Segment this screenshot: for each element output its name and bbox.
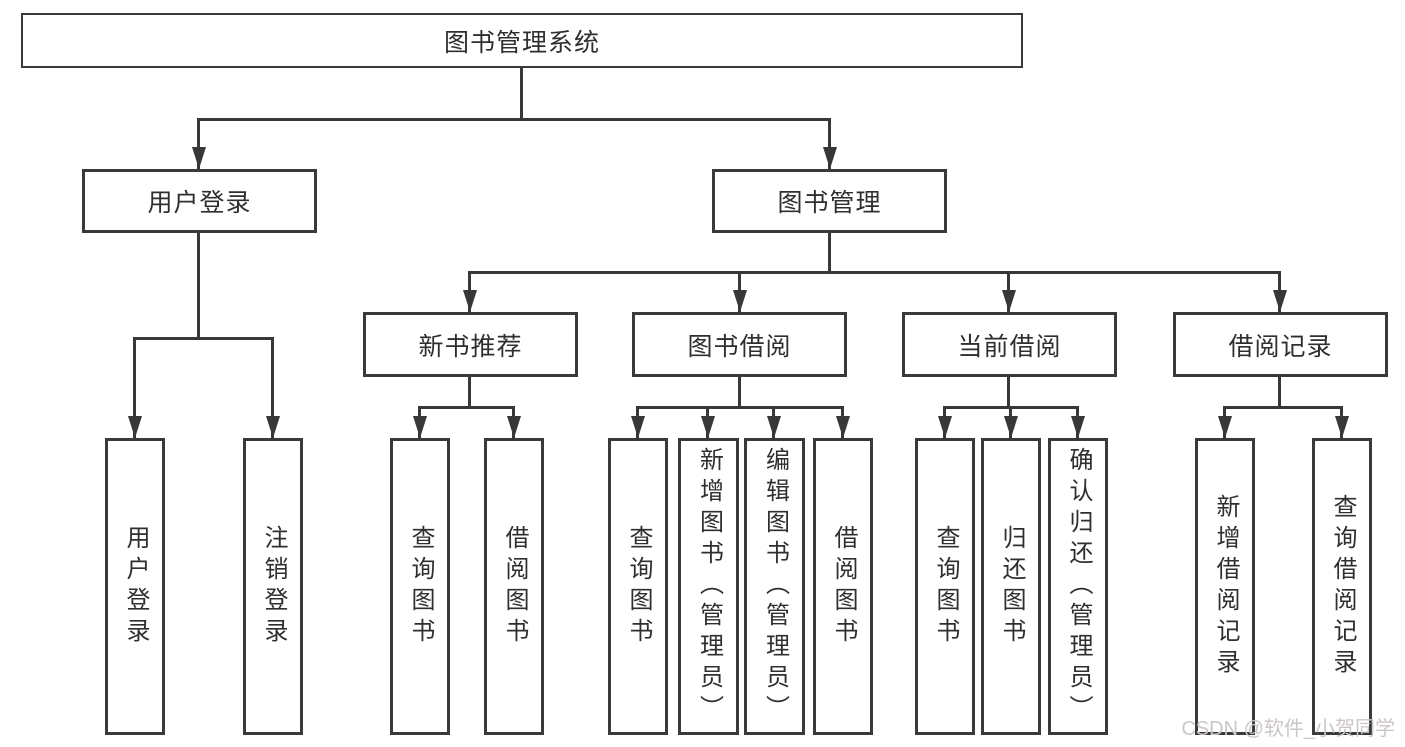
leaf-query-books-current: 查询图书 [915, 438, 975, 735]
arrowhead [1071, 416, 1085, 438]
node-book-management-label: 图书管理 [777, 189, 882, 217]
leaf-edit-books-admin: 编辑图书（管理员） [744, 438, 805, 735]
arrowhead [767, 416, 781, 438]
arrowhead [1335, 416, 1349, 438]
leaf-query-books-current-label: 查询图书 [932, 524, 959, 649]
arrowhead [733, 290, 747, 312]
node-user-login: 用户登录 [82, 169, 317, 233]
edge-line [1007, 374, 1010, 409]
edge-line [133, 337, 274, 340]
arrowhead [1004, 416, 1018, 438]
node-root: 图书管理系统 [21, 13, 1023, 68]
arrowhead [631, 416, 645, 438]
arrowhead [128, 416, 142, 438]
edge-line [828, 118, 831, 169]
node-new-book-recommend-label: 新书推荐 [418, 332, 523, 361]
arrowhead [823, 147, 837, 169]
edge-line [197, 231, 200, 340]
edge-line [636, 406, 844, 409]
leaf-borrow-books-recommend-label: 借阅图书 [501, 524, 528, 649]
leaf-add-borrow-record: 新增借阅记录 [1195, 438, 1255, 735]
node-book-management: 图书管理 [712, 169, 947, 233]
node-borrowing-records: 借阅记录 [1173, 312, 1388, 377]
leaf-query-books-recommend: 查询图书 [390, 438, 450, 735]
arrowhead [1218, 416, 1232, 438]
leaf-return-books: 归还图书 [981, 438, 1041, 735]
arrowhead [413, 416, 427, 438]
edge-line [468, 374, 471, 409]
leaf-query-borrow-record: 查询借阅记录 [1312, 438, 1372, 735]
leaf-user-login: 用户登录 [105, 438, 165, 735]
leaf-add-books-admin-label: 新增图书（管理员） [695, 447, 723, 726]
arrowhead [1002, 290, 1016, 312]
edge-line [418, 406, 515, 409]
node-book-borrowing-label: 图书借阅 [687, 332, 792, 361]
watermark: CSDN @软件_小贺同学 [1181, 718, 1395, 740]
node-current-borrowing-label: 当前借阅 [957, 332, 1062, 361]
node-book-borrowing: 图书借阅 [632, 312, 847, 377]
leaf-query-books-recommend-label: 查询图书 [407, 524, 434, 649]
leaf-query-books-borrowing-label: 查询图书 [625, 524, 652, 649]
leaf-borrow-books-borrowing: 借阅图书 [813, 438, 873, 735]
leaf-return-books-label: 归还图书 [998, 524, 1025, 649]
edge-line [1223, 406, 1343, 409]
leaf-confirm-return-admin: 确认归还（管理员） [1048, 438, 1108, 735]
leaf-edit-books-admin-label: 编辑图书（管理员） [761, 447, 789, 726]
leaf-query-books-borrowing: 查询图书 [608, 438, 668, 735]
leaf-logout: 注销登录 [243, 438, 303, 735]
arrowhead [938, 416, 952, 438]
leaf-logout-label: 注销登录 [260, 524, 287, 649]
arrowhead [192, 147, 206, 169]
edge-line [738, 374, 741, 409]
edge-line [271, 337, 274, 438]
edge-line [133, 337, 136, 438]
leaf-user-login-label: 用户登录 [122, 524, 149, 649]
node-user-login-label: 用户登录 [147, 189, 252, 217]
arrowhead [701, 416, 715, 438]
edge-line [197, 118, 831, 121]
leaf-borrow-books-borrowing-label: 借阅图书 [830, 524, 857, 649]
leaf-confirm-return-admin-label: 确认归还（管理员） [1065, 447, 1092, 726]
node-current-borrowing: 当前借阅 [902, 312, 1117, 377]
leaf-add-borrow-record-label: 新增借阅记录 [1212, 493, 1239, 680]
node-root-label: 图书管理系统 [443, 28, 600, 57]
arrowhead [1273, 290, 1287, 312]
arrowhead [507, 416, 521, 438]
arrowhead [266, 416, 280, 438]
node-borrowing-records-label: 借阅记录 [1228, 332, 1333, 361]
leaf-add-books-admin: 新增图书（管理员） [678, 438, 739, 735]
node-new-book-recommend: 新书推荐 [363, 312, 578, 377]
leaf-borrow-books-recommend: 借阅图书 [484, 438, 544, 735]
edge-line [197, 118, 200, 169]
edge-line [520, 67, 523, 121]
arrowhead [463, 290, 477, 312]
edge-line [1278, 374, 1281, 409]
edge-line [828, 231, 831, 274]
edge-line [468, 271, 1281, 274]
leaf-query-borrow-record-label: 查询借阅记录 [1329, 493, 1356, 680]
arrowhead [836, 416, 850, 438]
